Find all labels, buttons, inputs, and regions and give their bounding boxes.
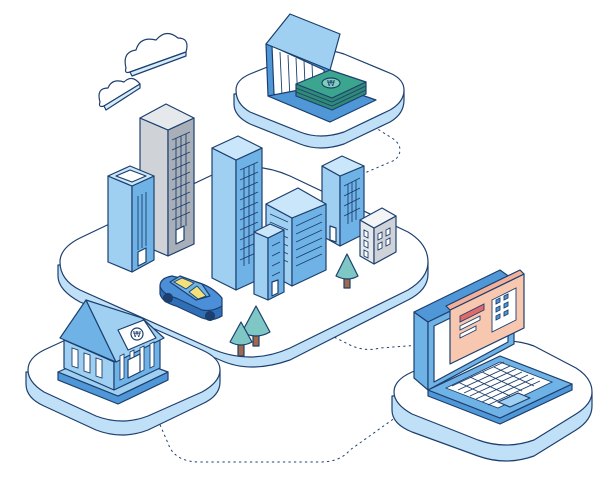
building-block-grey (359, 207, 397, 265)
car-icon (159, 275, 223, 322)
money-symbol: ₩ (327, 79, 335, 88)
tree-icon (229, 321, 253, 357)
cloud-icon (124, 32, 188, 77)
bank-symbol: ₩ (133, 330, 141, 339)
bank-building-icon: ₩ (57, 299, 169, 405)
building-tower-blue-small (253, 223, 285, 301)
building-tower-blue-left (107, 165, 155, 273)
cloud-icon (98, 77, 141, 111)
connector-bank-to-laptop (157, 399, 421, 463)
building-tower-blue-right (321, 155, 365, 247)
money-stack-icon: ₩ (295, 69, 367, 111)
connector-city-to-laptop (319, 329, 421, 350)
screen-card-icon (445, 269, 525, 365)
tree-icon (335, 253, 359, 289)
